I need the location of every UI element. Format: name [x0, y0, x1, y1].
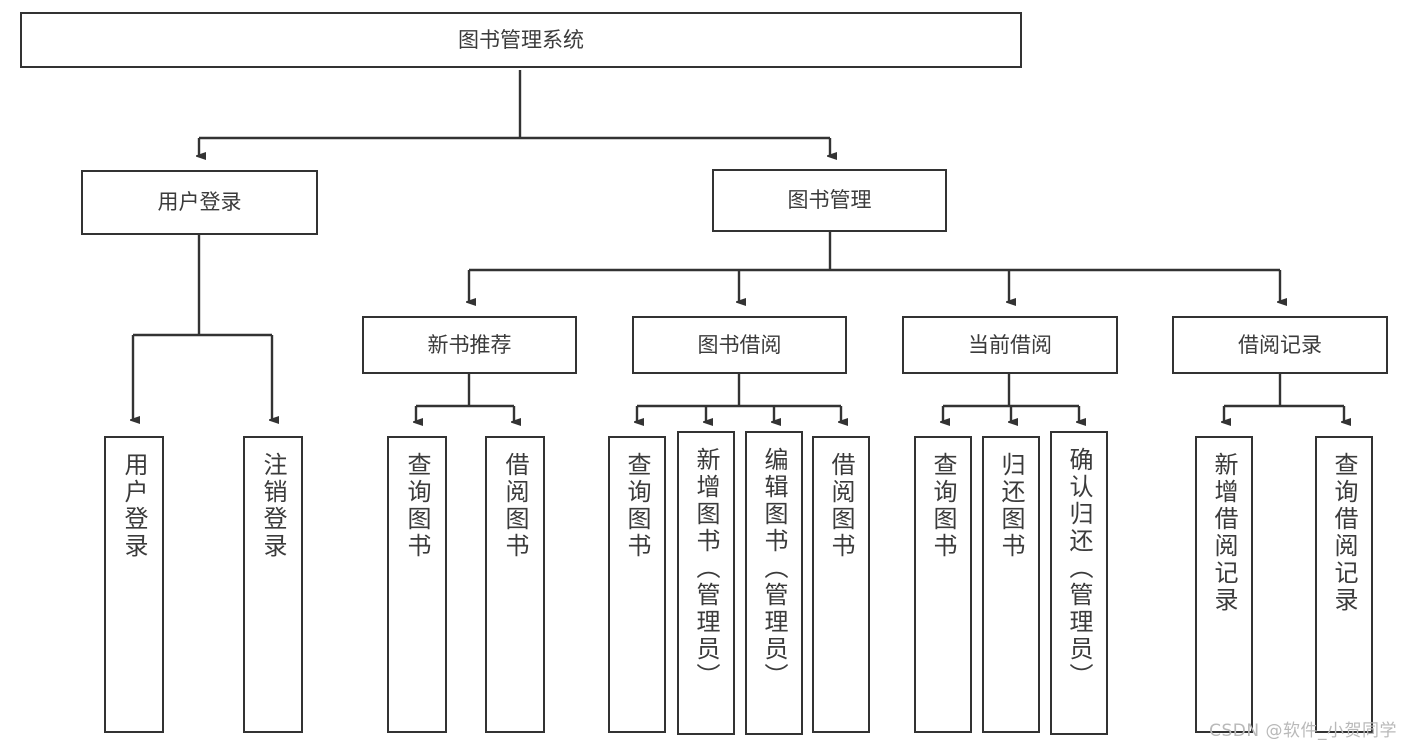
node-label: 借阅记录	[1238, 332, 1322, 357]
leaf-record-query[interactable]: 查询借阅记录	[1315, 436, 1373, 733]
leaf-borrow-query-book[interactable]: 查询图书	[608, 436, 666, 733]
node-label: 图书借阅	[697, 332, 782, 357]
node-label: 新书推荐	[427, 332, 512, 357]
node-label: 用户登录	[120, 452, 148, 560]
node-label: 借阅图书	[501, 452, 529, 560]
node-label: 查询借阅记录	[1330, 452, 1358, 614]
node-root-system[interactable]: 图书管理系统	[20, 12, 1022, 68]
node-label: 确认归还（管理员）	[1065, 447, 1093, 690]
node-label: 图书管理	[787, 188, 872, 213]
node-label: 新增图书（管理员）	[692, 447, 720, 690]
node-book-management[interactable]: 图书管理	[712, 169, 947, 232]
leaf-logout[interactable]: 注销登录	[243, 436, 303, 733]
node-label: 查询图书	[623, 452, 651, 560]
node-label: 用户登录	[157, 190, 242, 215]
node-book-borrow[interactable]: 图书借阅	[632, 316, 847, 374]
leaf-borrow-borrow-book[interactable]: 借阅图书	[812, 436, 870, 733]
node-label: 图书管理系统	[458, 27, 584, 52]
node-label: 归还图书	[997, 452, 1025, 560]
leaf-current-confirm-return[interactable]: 确认归还（管理员）	[1050, 431, 1108, 735]
node-label: 注销登录	[259, 452, 287, 560]
leaf-borrow-add-book[interactable]: 新增图书（管理员）	[677, 431, 735, 735]
node-label: 查询图书	[929, 452, 957, 560]
leaf-record-add[interactable]: 新增借阅记录	[1195, 436, 1253, 733]
node-label: 借阅图书	[827, 452, 855, 560]
node-user-login[interactable]: 用户登录	[81, 170, 318, 235]
watermark-text: CSDN @软件_小贺同学	[1209, 721, 1397, 741]
leaf-recommend-borrow-book[interactable]: 借阅图书	[485, 436, 545, 733]
node-label: 新增借阅记录	[1210, 452, 1238, 614]
node-borrow-record[interactable]: 借阅记录	[1172, 316, 1388, 374]
node-current-borrow[interactable]: 当前借阅	[902, 316, 1118, 374]
leaf-borrow-edit-book[interactable]: 编辑图书（管理员）	[745, 431, 803, 735]
leaf-current-query-book[interactable]: 查询图书	[914, 436, 972, 733]
node-label: 查询图书	[403, 452, 431, 560]
node-label: 当前借阅	[968, 332, 1052, 357]
node-new-book-recommend[interactable]: 新书推荐	[362, 316, 577, 374]
leaf-recommend-query-book[interactable]: 查询图书	[387, 436, 447, 733]
node-label: 编辑图书（管理员）	[760, 447, 788, 690]
leaf-user-login[interactable]: 用户登录	[104, 436, 164, 733]
leaf-current-return-book[interactable]: 归还图书	[982, 436, 1040, 733]
